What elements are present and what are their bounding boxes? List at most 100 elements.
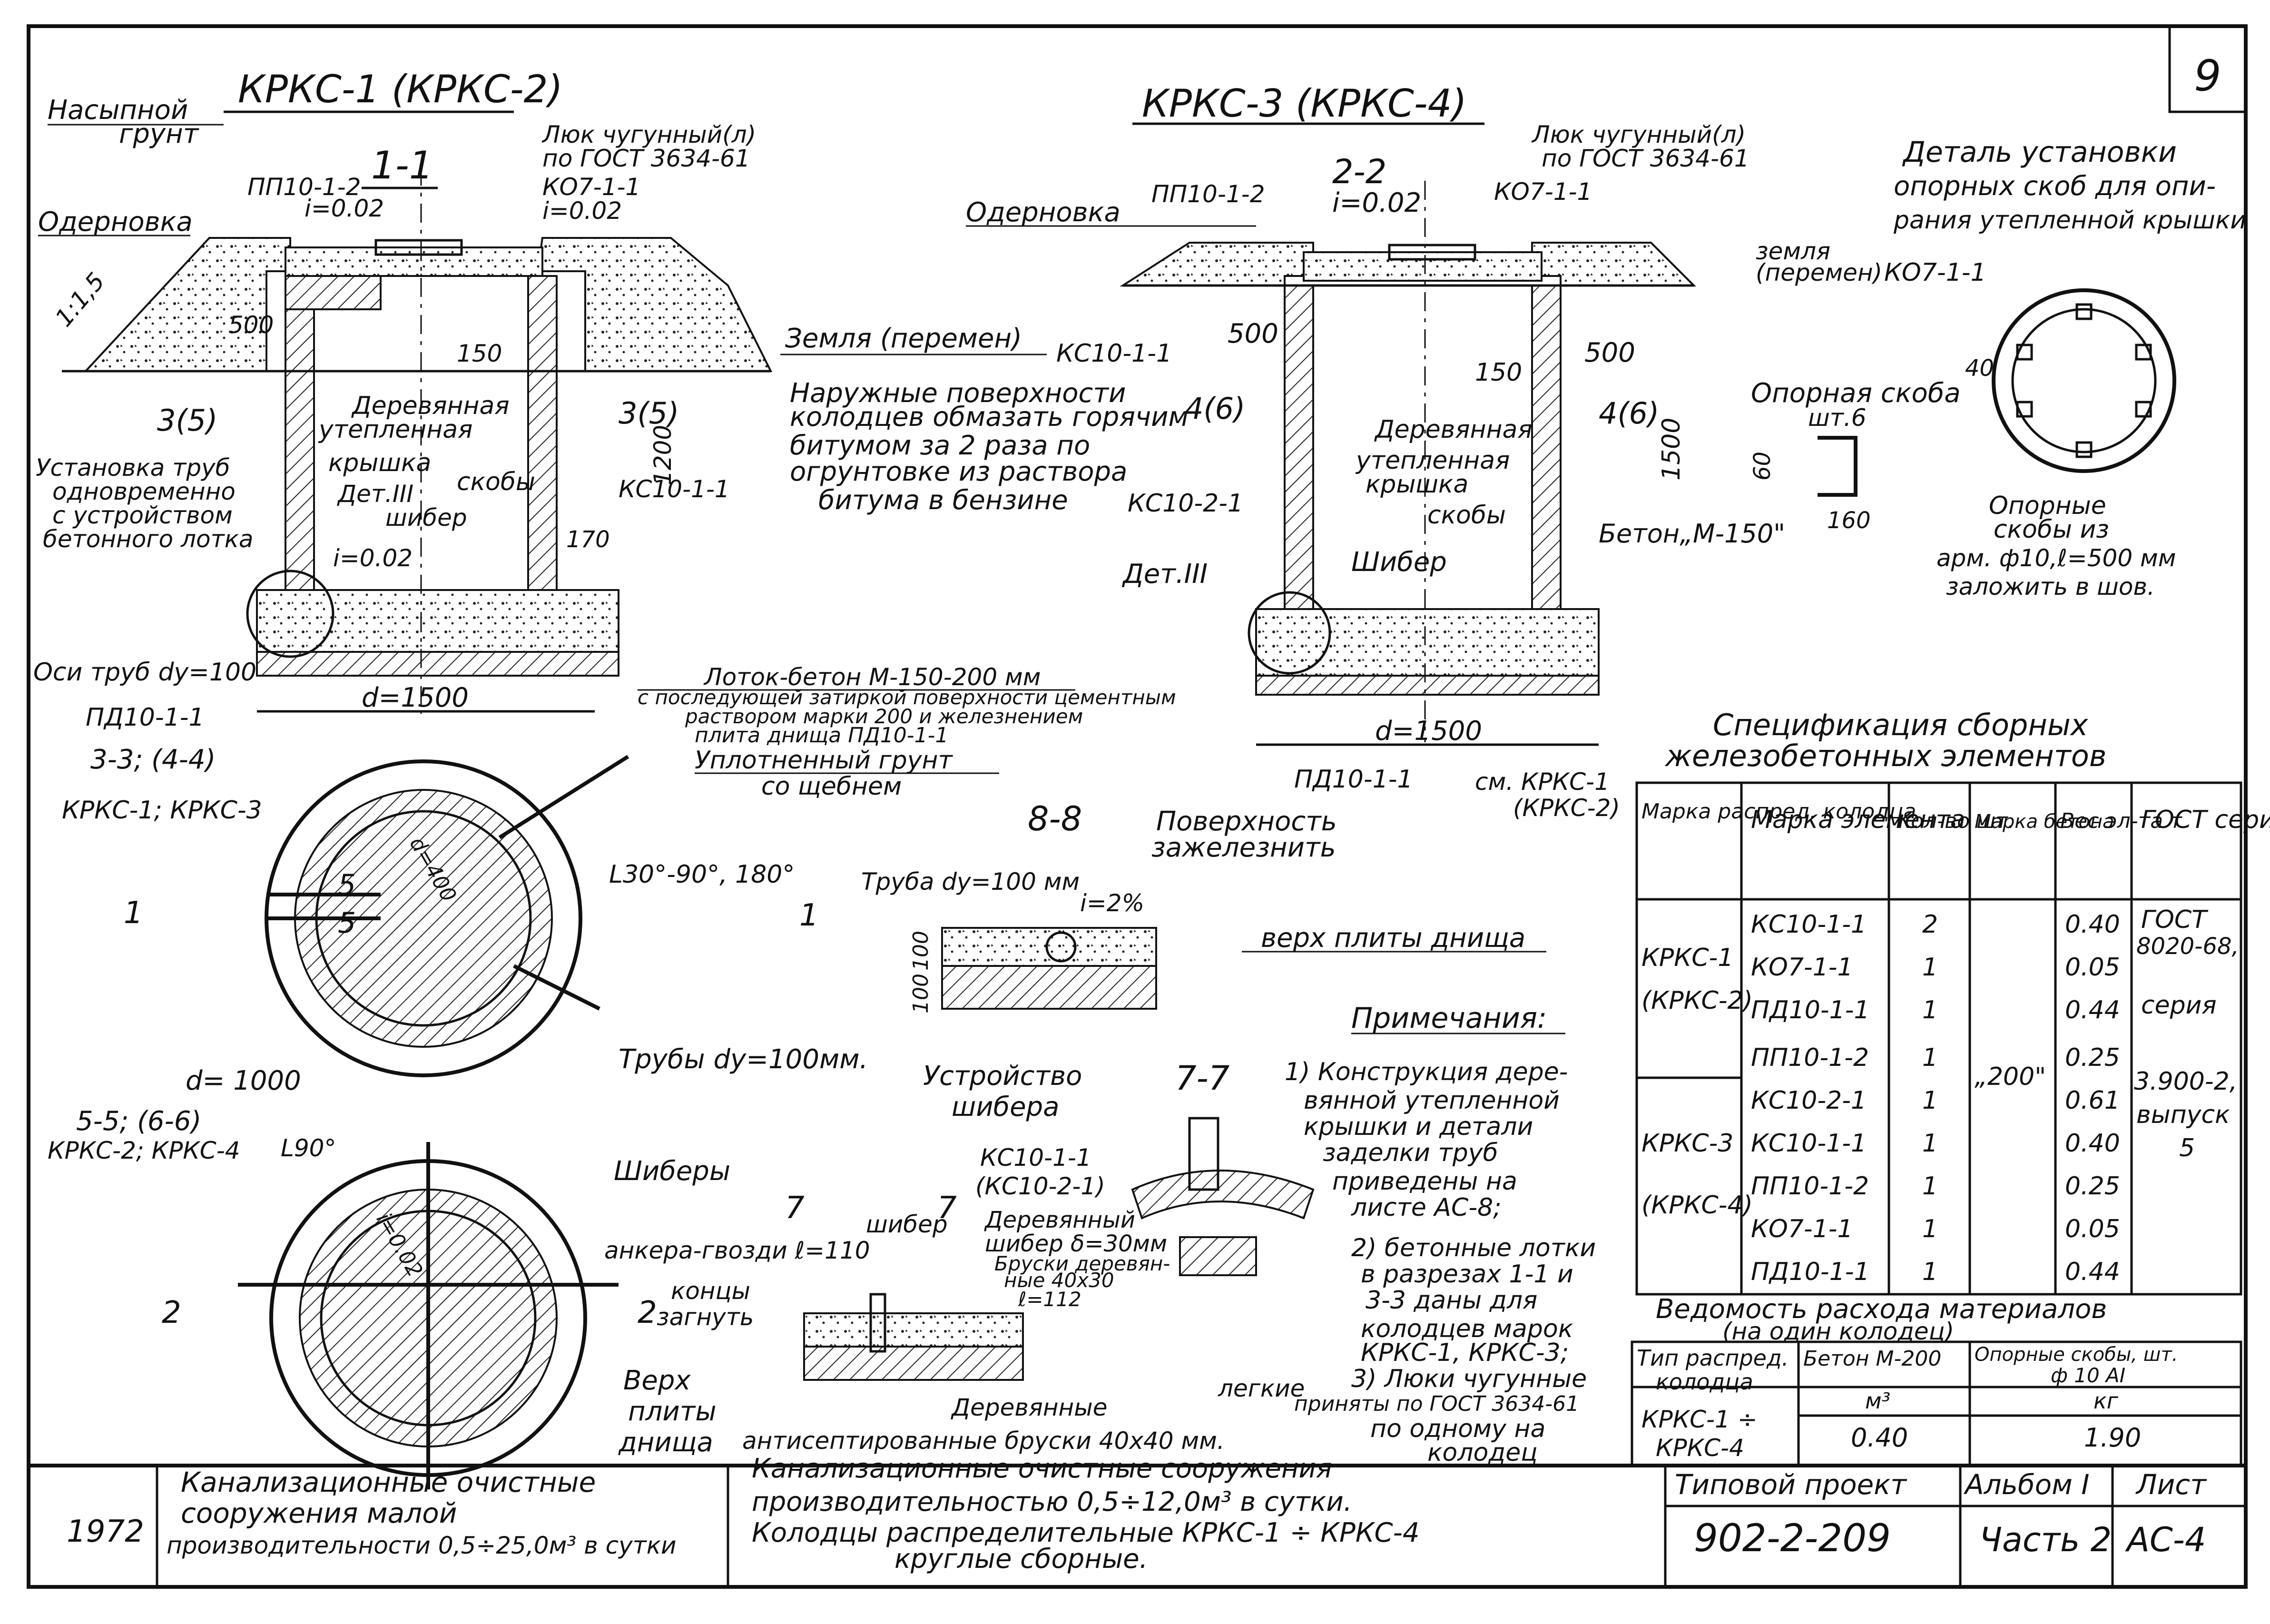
s88-pipe: Труба dу=100 мм xyxy=(861,868,1080,896)
spec-rows: КС10-1-1 2 0.40 КО7-1-1 1 0.05 ПД10-1-1 … xyxy=(1751,910,2120,1286)
tb-desc-4: круглые сборные. xyxy=(894,1544,1148,1575)
spec-r1-w: 0.05 xyxy=(2065,953,2120,982)
wood-bars-2: антисептированные бруски 40х40 мм. xyxy=(742,1427,1225,1455)
brackets-right: скобы xyxy=(1427,501,1506,530)
tb-project-label: Типовой проект xyxy=(1675,1468,1907,1501)
plan2-title-2: КРКС-2; КРКС-4 xyxy=(48,1137,240,1164)
mat-h3-2: ф 10 АI xyxy=(2051,1364,2125,1387)
dim-150: 150 xyxy=(457,340,502,367)
embankment-left xyxy=(83,237,291,372)
gate-cut-a: 7 xyxy=(785,1191,805,1226)
tb-project: 902-2-209 xyxy=(1694,1516,1891,1560)
turf-label: Одерновка xyxy=(38,207,193,237)
note1-6: листе АС-8; xyxy=(1351,1193,1502,1222)
tb-desc-1: Канализационные очистные сооружения xyxy=(752,1453,1332,1484)
dim-150-right: 150 xyxy=(1475,358,1522,387)
dim-1500-right: 1500 xyxy=(1657,418,1686,481)
slope-i-label: i=0.02 xyxy=(305,195,384,222)
cut-3-5-left: 3(5) xyxy=(157,403,217,438)
ground-right-2: (перемен) xyxy=(1756,259,1882,286)
spec-r8-qty: 1 xyxy=(1922,1258,1938,1286)
note1-3: крышки и детали xyxy=(1304,1112,1533,1141)
gate-base xyxy=(803,1346,1024,1381)
note3-2: приняты по ГОСТ 3634-61 xyxy=(1294,1392,1579,1416)
detail-ring-inner xyxy=(2011,308,2157,453)
hatch-cover xyxy=(374,239,463,256)
spec-r4-qty: 1 xyxy=(1922,1086,1938,1115)
plan-5-5: d= 1000 5-5; (6-6) КРКС-2; КРКС-4 L90° i… xyxy=(48,1065,870,1489)
wall-right-right xyxy=(1531,285,1562,620)
plan2-top-1: Верх xyxy=(623,1365,691,1396)
detail-ring-outer xyxy=(1992,288,2176,473)
pipes-label3: с устройством xyxy=(52,502,233,529)
gate-cut-b: 7 xyxy=(937,1191,957,1226)
tb-album-label: Альбом I xyxy=(1963,1468,2089,1501)
bracket-note-3: арм. ф10,ℓ=500 мм xyxy=(1936,544,2176,572)
hatch-cover-right xyxy=(1388,244,1476,261)
s88-surface-2: зажелезнить xyxy=(1151,832,1336,863)
embankment-right xyxy=(536,237,773,372)
plan2-gates: Шиберы xyxy=(614,1156,730,1187)
mat-title-2: (на один колодец) xyxy=(1722,1318,1954,1345)
spec-r4-w: 0.61 xyxy=(2065,1086,2120,1115)
spec-r7-w: 0.05 xyxy=(2065,1215,2120,1243)
hatch-label-right: Люк чугунный(л) xyxy=(1531,121,1746,148)
wood-cover-right: Деревянная xyxy=(1374,415,1533,444)
s88-surface-1: Поверхность xyxy=(1156,806,1337,837)
bottom-slab-left xyxy=(256,589,619,653)
gate-title-1: Устройство xyxy=(923,1061,1082,1092)
s88-tray xyxy=(941,927,1157,967)
wall-right xyxy=(527,275,558,600)
spec-concrete: „200" xyxy=(1975,1063,2046,1091)
spec-r6-qty: 1 xyxy=(1922,1172,1938,1201)
detail-circle-right xyxy=(1248,591,1331,675)
sheet-frame xyxy=(27,24,2248,1589)
sheet-number: 9 xyxy=(2194,51,2221,101)
note2-3: 3-3 даны для xyxy=(1366,1286,1537,1315)
left-title: КРКС-1 (КРКС-2) xyxy=(238,67,563,111)
tb-name-3: производительности 0,5÷25,0м³ в сутки xyxy=(167,1532,676,1559)
plan2-ends-1: концы xyxy=(671,1277,750,1305)
plate-label-right: ПП10-1-2 xyxy=(1151,180,1265,208)
mat-u2: м³ xyxy=(1865,1388,1890,1414)
plan-3-3: 3-3; (4-4) КРКС-1; КРКС-3 1 L30°-90°, 18… xyxy=(62,744,868,1077)
top-slab xyxy=(285,246,543,277)
bracket-qty: шт.6 xyxy=(1808,404,1867,432)
bracket-160: 160 xyxy=(1827,507,1871,534)
s88-title: 8-8 xyxy=(1028,799,1082,838)
plan1-num5b: 5 xyxy=(338,906,356,940)
ks1-label: КС10-1-1 xyxy=(1056,339,1172,368)
see-right-1: см. КРКС-1 xyxy=(1475,768,1610,796)
det-right: Дет.III xyxy=(1121,559,1208,590)
mid-notes: Наружные поверхности колодцев обмазать г… xyxy=(638,378,1189,801)
notes-title: Примечания: xyxy=(1351,1002,1547,1035)
note3-3: по одному на xyxy=(1370,1415,1545,1443)
diam-right: d=1500 xyxy=(1375,716,1482,747)
bars-3: ℓ=112 xyxy=(1018,1288,1081,1311)
slope-label: 1:1,5 xyxy=(50,267,110,332)
bracket-shape xyxy=(1818,436,1857,497)
base-right xyxy=(1255,675,1600,696)
mat-h1-2: колодца xyxy=(1656,1369,1753,1395)
spec-r7-qty: 1 xyxy=(1922,1215,1938,1243)
plan1-cut: 1 xyxy=(124,896,143,931)
title-block: 1972 Канализационные очистные сооружения… xyxy=(29,1453,2246,1587)
embankment-right-left xyxy=(1120,242,1314,286)
tb-desc-2: производительностью 0,5÷12,0м³ в сутки. xyxy=(752,1486,1352,1517)
spec-r5-qty: 1 xyxy=(1922,1129,1938,1158)
wood-cover-right3: крышка xyxy=(1366,470,1468,499)
note1-2: вянной утепленной xyxy=(1304,1086,1560,1115)
cut-4-6-left: 4(6) xyxy=(1185,391,1245,426)
outer-note-1: Наружные поверхности xyxy=(790,378,1126,409)
mat-h1-1: Тип распред. xyxy=(1637,1345,1788,1371)
pipes-label4: бетонного лотка xyxy=(43,525,254,553)
pd-right: ПД10-1-1 xyxy=(1294,765,1413,794)
s88-d100a: 100 xyxy=(909,931,933,971)
wood-cover-label2: утепленная xyxy=(318,415,472,444)
gate-tray xyxy=(803,1312,1024,1348)
spec-r3-qty: 1 xyxy=(1922,1043,1938,1072)
detail-title-2: опорных скоб для опи- xyxy=(1894,171,2216,202)
hatch-gost-right: по ГОСТ 3634-61 xyxy=(1542,145,1749,172)
mat-steel: 1.90 xyxy=(2084,1423,2141,1453)
outer-note-5: битума в бензине xyxy=(818,485,1068,516)
